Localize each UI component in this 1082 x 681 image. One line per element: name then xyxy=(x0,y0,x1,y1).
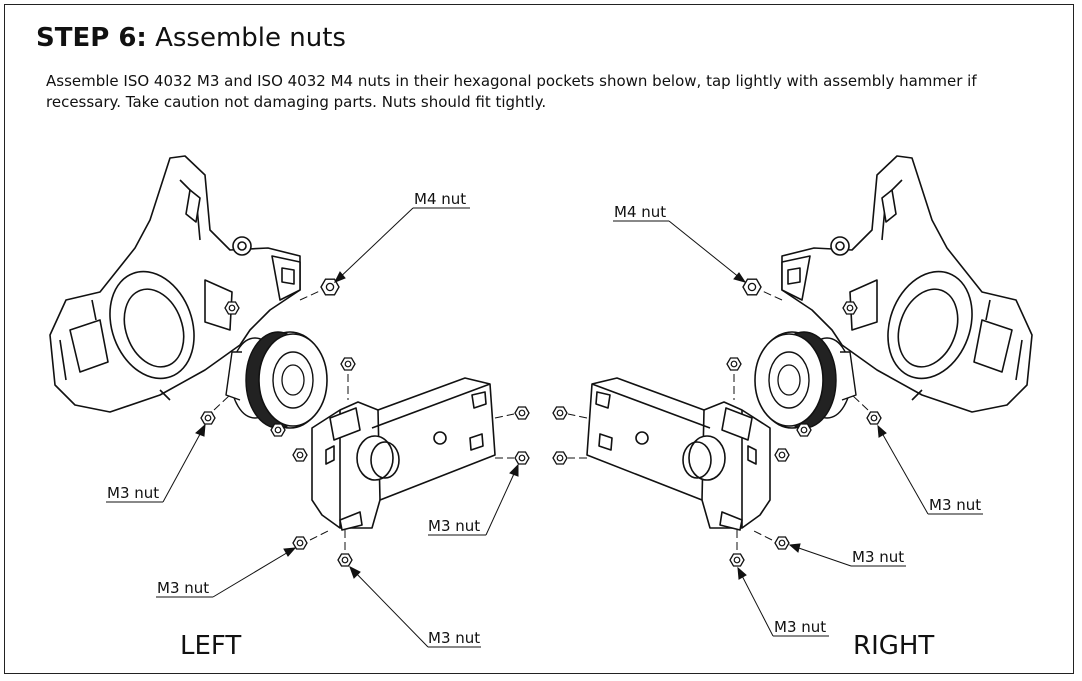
label-right-m3-nut-bottom: M3 nut xyxy=(774,618,826,636)
left-m3-nut-bracket-end-2 xyxy=(514,451,530,465)
label-right-m4-nut: M4 nut xyxy=(614,203,666,221)
label-left-m3-nut-bottom: M3 nut xyxy=(428,629,480,647)
right-axis-lines xyxy=(567,289,869,552)
left-axis-lines xyxy=(213,289,515,552)
label-left-m3-nut-side: M3 nut xyxy=(157,579,209,597)
label-left-m3-nut-knuckle: M3 nut xyxy=(107,484,159,502)
right-m3-nut-bracket-top xyxy=(726,357,742,371)
label-left-side: LEFT xyxy=(180,631,241,661)
right-m3-nut-bracket-end-2 xyxy=(552,451,568,465)
left-m3-nut-bracket-end-1 xyxy=(514,406,530,420)
right-m3-nut-knuckle-top xyxy=(842,301,858,315)
right-leader-lines xyxy=(613,220,983,637)
label-right-m3-nut-side: M3 nut xyxy=(852,548,904,566)
instructions-text: Assemble ISO 4032 M3 and ISO 4032 M4 nut… xyxy=(46,72,977,111)
right-assembly-mirror xyxy=(552,155,1033,567)
left-m3-nut-knuckle-top xyxy=(224,301,240,315)
left-m3-nut-bottom xyxy=(337,553,353,567)
left-bracket-part xyxy=(311,377,496,531)
right-m3-nut-knuckle xyxy=(866,411,882,425)
left-m3-nut-bottom-side xyxy=(292,536,308,550)
left-knuckle-part xyxy=(49,155,301,413)
left-m3-nut-bearing xyxy=(270,423,286,437)
right-bearing-pulley xyxy=(754,331,857,429)
left-m3-nut-bracket-top xyxy=(340,357,356,371)
right-m3-nut-bottom-side xyxy=(774,536,790,550)
label-right-m3-nut-knuckle: M3 nut xyxy=(929,496,981,514)
right-bracket-part xyxy=(586,377,771,531)
left-m3-nut-knuckle xyxy=(200,411,216,425)
right-m3-nut-bracket-end-1 xyxy=(552,406,568,420)
left-leader-lines xyxy=(106,207,519,648)
right-m3-nut-bottom xyxy=(729,553,745,567)
drawing-frame xyxy=(4,4,1074,674)
label-left-m4-nut: M4 nut xyxy=(414,190,466,208)
right-knuckle-part xyxy=(781,155,1033,413)
right-m4-nut xyxy=(742,278,762,296)
step-title: STEP 6: Assemble nuts xyxy=(36,22,346,54)
left-m3-nut-bracket-side xyxy=(292,448,308,462)
right-m3-nut-bearing xyxy=(796,423,812,437)
label-left-m3-nut-bracket: M3 nut xyxy=(428,517,480,535)
left-bearing-pulley xyxy=(225,331,328,429)
label-right-side: RIGHT xyxy=(853,631,934,661)
step-number: STEP 6: xyxy=(36,23,147,53)
right-m3-nut-bracket-side xyxy=(774,448,790,462)
step-name: Assemble nuts xyxy=(155,23,346,53)
